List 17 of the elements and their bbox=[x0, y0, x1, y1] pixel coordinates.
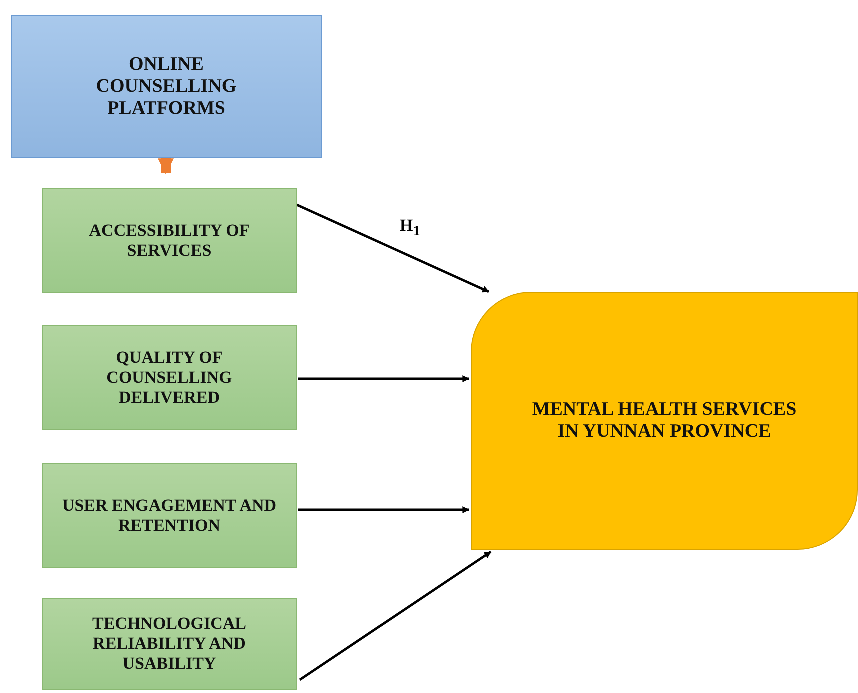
platform-box bbox=[11, 15, 322, 158]
factor-box bbox=[42, 325, 297, 430]
node-text: ACCESSIBILITY OF SERVICES bbox=[88, 220, 251, 260]
arrow bbox=[296, 204, 490, 294]
outcome-box bbox=[471, 292, 858, 550]
node-text: USER ENGAGEMENT AND RETENTION bbox=[61, 496, 278, 536]
factor-box bbox=[42, 598, 297, 690]
block-arrow bbox=[158, 158, 174, 175]
arrow bbox=[298, 506, 470, 514]
arrow bbox=[298, 376, 470, 382]
node-text: QUALITY OF COUNSELLING DELIVERED bbox=[106, 348, 234, 408]
arrow bbox=[299, 550, 492, 682]
node-text: TECHNOLOGICAL RELIABILITY AND USABILITY bbox=[92, 614, 248, 674]
node-text: MENTAL HEALTH SERVICES IN YUNNAN PROVINCE bbox=[531, 399, 798, 443]
factor-box bbox=[42, 463, 297, 568]
factor-box bbox=[42, 188, 297, 293]
node-text: ONLINE COUNSELLING PLATFORMS bbox=[95, 54, 238, 120]
